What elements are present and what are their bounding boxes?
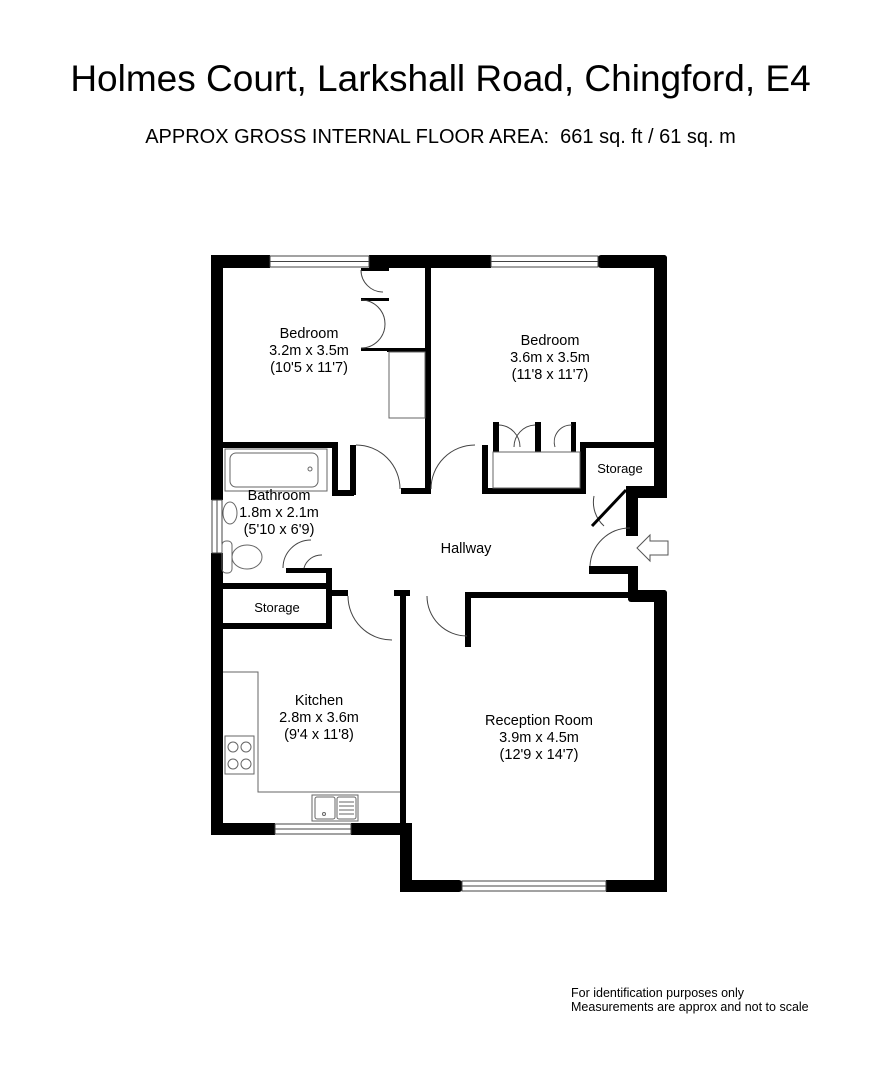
- door-swings: [282, 269, 631, 641]
- room-metric: 3.9m x 4.5m: [499, 730, 579, 746]
- room-metric: 1.8m x 2.1m: [239, 505, 319, 521]
- floor-area-value: 661 sq. ft / 61 sq. m: [560, 126, 736, 148]
- room-name: Bedroom: [520, 333, 580, 349]
- room-bathroom: Bathroom 1.8m x 2.1m (5'10 x 6'9): [239, 488, 319, 539]
- room-name: Bathroom: [247, 488, 311, 504]
- disclaimer: For identification purposes only Measure…: [571, 986, 809, 1014]
- room-name: Storage: [597, 461, 643, 476]
- room-bedroom-2: Bedroom 3.6m x 3.5m (11'8 x 11'7): [510, 333, 590, 384]
- room-metric: 3.2m x 3.5m: [269, 343, 349, 359]
- walls: [211, 255, 667, 892]
- room-bedroom-1: Bedroom 3.2m x 3.5m (10'5 x 11'7): [269, 326, 349, 377]
- room-kitchen: Kitchen 2.8m x 3.6m (9'4 x 11'8): [279, 693, 359, 744]
- page-title: Holmes Court, Larkshall Road, Chingford,…: [70, 58, 811, 99]
- room-storage-2: Storage: [254, 599, 300, 616]
- room-hallway: Hallway: [441, 541, 492, 558]
- room-name: Kitchen: [294, 693, 344, 709]
- disclaimer-line-1: For identification purposes only: [571, 986, 745, 1000]
- room-imperial: (11'8 x 11'7): [511, 367, 589, 383]
- room-reception: Reception Room 3.9m x 4.5m (12'9 x 14'7): [485, 713, 593, 764]
- room-metric: 3.6m x 3.5m: [510, 350, 590, 366]
- windows: [211, 255, 607, 892]
- room-name: Bedroom: [279, 326, 339, 342]
- floor-area: APPROX GROSS INTERNAL FLOOR AREA: 661 sq…: [0, 126, 881, 149]
- fixtures: [221, 351, 581, 822]
- room-imperial: (5'10 x 6'9): [243, 522, 315, 538]
- room-imperial: (10'5 x 11'7): [270, 360, 348, 376]
- disclaimer-line-2: Measurements are approx and not to scale: [571, 1000, 809, 1014]
- room-metric: 2.8m x 3.6m: [279, 710, 359, 726]
- floor-area-label: APPROX GROSS INTERNAL FLOOR AREA:: [145, 126, 550, 148]
- entrance-arrow-icon: [636, 533, 669, 563]
- room-name: Hallway: [440, 541, 492, 557]
- room-imperial: (12'9 x 14'7): [499, 747, 579, 763]
- room-imperial: (9'4 x 11'8): [284, 727, 354, 743]
- room-storage-1: Storage: [597, 460, 643, 477]
- room-name: Storage: [254, 600, 300, 615]
- room-name: Reception Room: [485, 713, 593, 729]
